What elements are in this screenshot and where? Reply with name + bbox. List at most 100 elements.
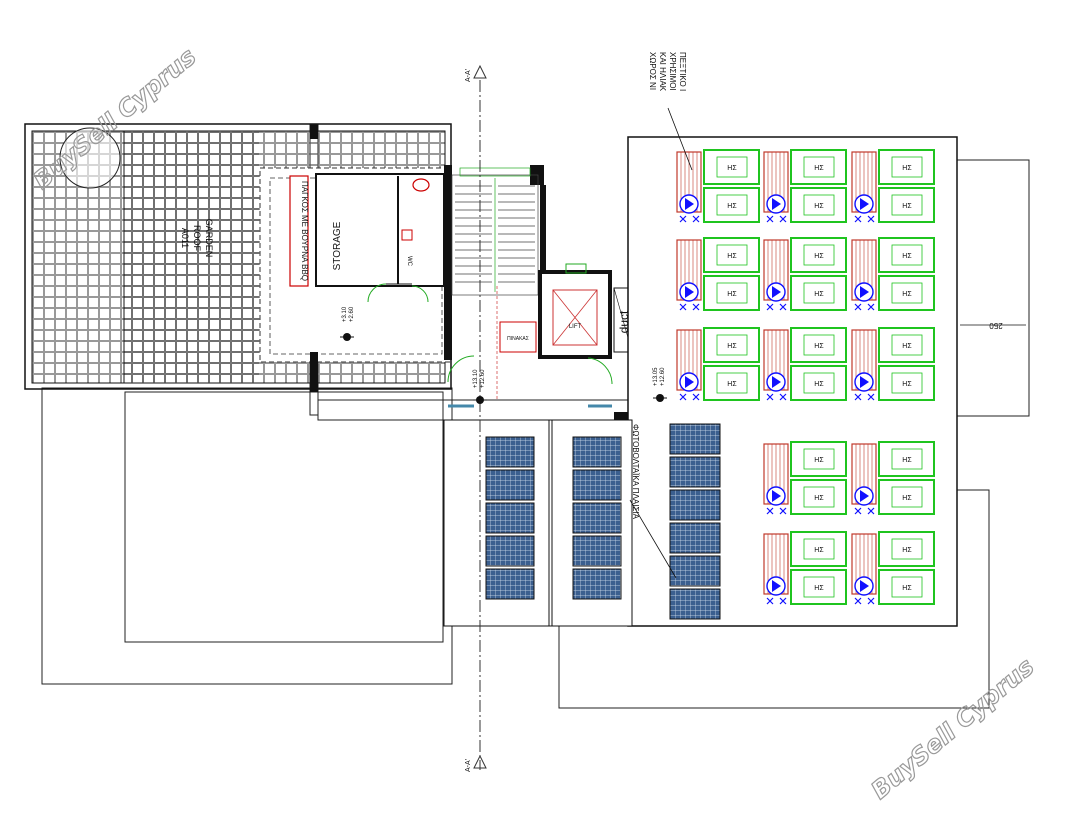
note-line1: ΧΩΡΟΣ ΝΙ (648, 52, 657, 90)
dimension-line: 250 (960, 321, 1026, 330)
wc-label: WC (406, 256, 412, 267)
dimension-text: 250 (989, 321, 1003, 330)
pump-icon (679, 372, 699, 392)
valve-icon (854, 215, 862, 223)
heater-tag: ΗΣ (814, 343, 824, 350)
valve-icon (779, 303, 787, 311)
heater-tank: ΗΣ (703, 327, 760, 363)
pump-icon (854, 486, 874, 506)
heater-tank: ΗΣ (790, 479, 847, 515)
heater-tag: ΗΣ (902, 495, 912, 502)
pv-panel (669, 522, 721, 554)
heater-tag: ΗΣ (814, 291, 824, 298)
lift-core: LIFT (538, 263, 612, 359)
heater-tag: ΗΣ (814, 203, 824, 210)
heater-tag: ΗΣ (902, 585, 912, 592)
valve-icon (779, 507, 787, 515)
heater-tank: ΗΣ (878, 569, 935, 605)
pv-panel (572, 436, 622, 468)
garden-label-line1: ROOF (192, 225, 202, 252)
heater-tank: ΗΣ (703, 365, 760, 401)
level-text: +13.05 (653, 367, 659, 386)
valve-icon (766, 393, 774, 401)
heater-tank: ΗΣ (790, 187, 847, 223)
heater-tank: ΗΣ (878, 275, 935, 311)
heater-tank: ΗΣ (878, 149, 935, 185)
pv-label-text: ΦΩΤΟΒΟΛΤΑΪΚΑ ΠΛΑΙΣΙΑ (631, 424, 640, 520)
valve-icon (854, 393, 862, 401)
valve-icon (679, 393, 687, 401)
valve-icon (854, 507, 862, 515)
heater-tag: ΗΣ (727, 291, 737, 298)
bbq-counter (289, 175, 309, 287)
solar-note: ΧΩΡΟΣ ΝΙ ΚΑΙ ΗΛΙΑΚ ΧΡΗΣΙΜΟΙ ΠΕΞΤΙΚΟ Ι (648, 52, 693, 171)
heater-tank: ΗΣ (878, 237, 935, 273)
toilet-icon (412, 178, 430, 192)
heater-tag: ΗΣ (902, 165, 912, 172)
bbq-label: ΠΑΓΚΟΣ ΜΕ ΒΟΥΡΝΑ BBQ (300, 181, 309, 281)
valve-icon (779, 597, 787, 605)
pump-icon (766, 372, 786, 392)
pv-panel-group (485, 423, 721, 620)
heater-tank: ΗΣ (790, 365, 847, 401)
note-line2: ΚΑΙ ΗΛΙΑΚ (658, 52, 667, 92)
heater-tank: ΗΣ (790, 149, 847, 185)
valve-icon (679, 303, 687, 311)
valve-icon (679, 215, 687, 223)
heater-tank: ΗΣ (878, 479, 935, 515)
heater-tag: ΗΣ (902, 203, 912, 210)
solar-heater-unit: ΗΣ ΗΣ (763, 149, 847, 223)
solar-heater-unit: ΗΣ ΗΣ (763, 531, 847, 605)
heater-tank: ΗΣ (878, 531, 935, 567)
heater-tag: ΗΣ (727, 165, 737, 172)
solar-heater-unit: ΗΣ ΗΣ (676, 149, 760, 223)
level-text: +13.10 (473, 369, 479, 388)
valve-icon (692, 393, 700, 401)
heater-tag: ΗΣ (727, 253, 737, 260)
pv-panel (669, 588, 721, 620)
pump-icon (854, 282, 874, 302)
valve-icon (779, 393, 787, 401)
level-text: +12.60 (660, 367, 666, 386)
heater-tag: ΗΣ (814, 547, 824, 554)
pv-panel (485, 469, 535, 501)
heater-tank: ΗΣ (790, 569, 847, 605)
solar-heater-unit: ΗΣ ΗΣ (851, 149, 935, 223)
heater-tank: ΗΣ (878, 441, 935, 477)
door-arc-icon (411, 285, 429, 303)
pv-panel (669, 489, 721, 521)
heater-tank: ΗΣ (790, 531, 847, 567)
valve-icon (867, 303, 875, 311)
solar-heater-unit: ΗΣ ΗΣ (851, 531, 935, 605)
pump-icon (854, 194, 874, 214)
heater-tank: ΗΣ (703, 187, 760, 223)
garden-label-line2: GARDEN (204, 219, 214, 258)
pump-icon (854, 576, 874, 596)
pv-panel (669, 456, 721, 488)
storage-room: STORAGE WC (315, 173, 445, 303)
heater-tag: ΗΣ (727, 203, 737, 210)
heater-tag: ΗΣ (902, 291, 912, 298)
solar-heater-unit: ΗΣ ΗΣ (676, 327, 760, 401)
pump-icon (679, 282, 699, 302)
heater-tank: ΗΣ (878, 365, 935, 401)
valve-icon (854, 597, 862, 605)
pump-icon (766, 194, 786, 214)
pump-icon (854, 372, 874, 392)
level-text: +2.60 (349, 306, 355, 322)
valve-icon (867, 597, 875, 605)
section-mark-top: A-A' (465, 69, 472, 82)
watermark-text: BuySell Cyprus (866, 653, 1040, 805)
heater-tag: ΗΣ (902, 381, 912, 388)
pv-panel (485, 436, 535, 468)
sink-icon (401, 229, 413, 241)
valve-icon (779, 215, 787, 223)
level-mark: +13.05 +12.60 (653, 367, 667, 402)
level-mark: +3.10 +2.60 (340, 306, 355, 341)
heater-tag: ΗΣ (727, 343, 737, 350)
pump-icon (679, 194, 699, 214)
lift-label: LIFT (569, 324, 582, 330)
solar-heater-group: ΗΣ ΗΣ ΗΣ ΗΣ ΗΣ ΗΣ ΗΣ ΗΣ ΗΣ ΗΣ ΗΣ ΗΣ ΗΣ ΗΣ ΗΣ ΗΣ ΗΣ ΗΣ ΗΣ ΗΣ… (676, 149, 935, 605)
